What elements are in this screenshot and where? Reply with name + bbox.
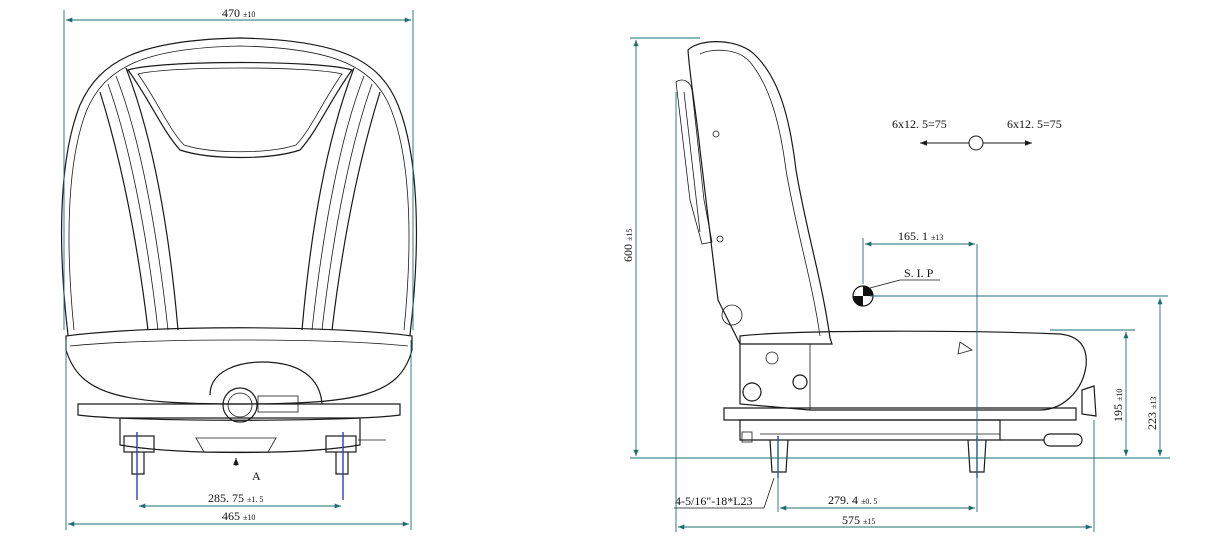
front-adjust-knob (222, 387, 258, 423)
side-backrest-outline (687, 41, 833, 345)
side-overall-length-label: 575±15 (842, 513, 875, 527)
front-base-width-label: 465±10 (222, 509, 255, 523)
front-top-width-label: 470±10 (222, 6, 255, 20)
front-backrest-center-panel (127, 61, 353, 159)
side-seat-base (723, 407, 1077, 421)
side-sip-offset-label: 165. 1±13 (898, 229, 943, 243)
side-view: S. I. P 600±15 6x12. 5=75 6x12. 5=75 165… (621, 37, 1170, 532)
side-cushion-height-label: 195±10 (1111, 389, 1125, 422)
side-recline-knob (742, 382, 762, 402)
front-view-arrow-label: A (252, 469, 261, 483)
side-seat-cushion (739, 330, 1087, 411)
side-rail-spacing-label: 279. 4±0. 5 (828, 493, 877, 507)
side-bolt-spec-label: 4-5/16"-18*L23 (675, 494, 753, 508)
front-mount-spacing-label: 285. 75±1. 5 (208, 491, 263, 505)
side-slide-adjust-left: 6x12. 5=75 (892, 117, 947, 131)
front-seat-base (77, 403, 401, 421)
side-slide-handle (1043, 433, 1083, 447)
side-sip-height-label: 223±13 (1145, 397, 1159, 430)
front-seat-cushion (65, 327, 413, 405)
side-sip-label: S. I. P (904, 266, 934, 280)
side-slide-adjust-right: 6x12. 5=75 (1007, 117, 1062, 131)
side-height-label: 600±15 (621, 229, 635, 262)
front-backrest-outline (61, 37, 417, 336)
front-view: A 470±10 285. 75±1. 5 465±10 (61, 6, 417, 530)
